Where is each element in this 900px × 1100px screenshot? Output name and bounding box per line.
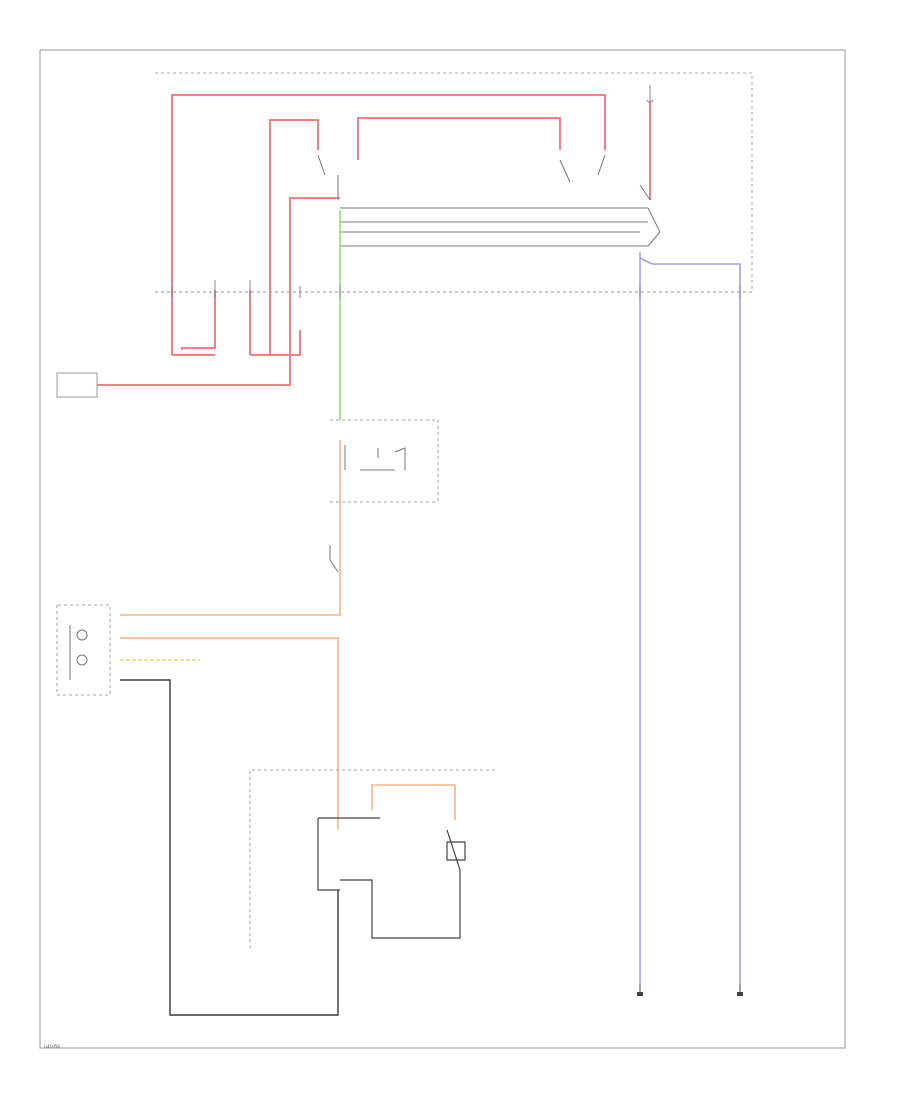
orange-wires (120, 440, 456, 830)
orange-wire-module (371, 784, 456, 820)
red-wire-left-branch (269, 119, 319, 355)
orange-wire-down (120, 637, 339, 830)
switch-contacts-top (317, 154, 651, 201)
defogger-switch-arm (329, 559, 339, 573)
module-relay-arm (446, 829, 461, 871)
switch-contact-5 (639, 184, 651, 201)
defogger-switch (329, 545, 339, 573)
module-relay-coil (446, 841, 466, 861)
red-wire-sensor (97, 197, 340, 386)
junction-block-outline (155, 72, 753, 293)
ground-icon (637, 985, 643, 996)
bus-end-right (647, 207, 661, 233)
module-inner-line-3 (340, 870, 461, 939)
red-wire-bottom-mid (250, 330, 301, 356)
bcm-box-outline (56, 604, 111, 696)
red-wire-inner (181, 290, 216, 350)
power-wires (97, 94, 651, 386)
violet-wire-right (639, 257, 741, 985)
ground-icon (737, 985, 743, 996)
bus-end-right-2 (647, 231, 661, 247)
sensor-box (56, 372, 98, 398)
relay-internals (344, 445, 406, 471)
diagram-frame (39, 49, 846, 1049)
red-wire-outer (171, 94, 606, 355)
ground-wire (120, 679, 339, 1016)
ground-symbols (637, 985, 743, 996)
relay-contact-curve (394, 447, 406, 470)
connector-ticks (171, 280, 741, 298)
orange-wire-main (120, 440, 341, 616)
relay-box-outline (330, 419, 439, 503)
red-wire-mid-loop (357, 117, 561, 160)
bcm-internals (69, 625, 88, 680)
corner-note: G41958 (44, 1044, 60, 1049)
switch-contact-1 (317, 154, 326, 176)
switch-contact-2 (597, 154, 606, 176)
bcm-element-1 (76, 629, 88, 641)
combination-switch-bus (340, 207, 661, 247)
fuse-icon (646, 85, 654, 103)
switch-contact-3 (559, 159, 571, 183)
module-inner-line-2 (317, 818, 340, 891)
bcm-element-2 (76, 654, 88, 666)
signal-wires (639, 252, 741, 985)
bottom-module-internals (317, 817, 466, 939)
